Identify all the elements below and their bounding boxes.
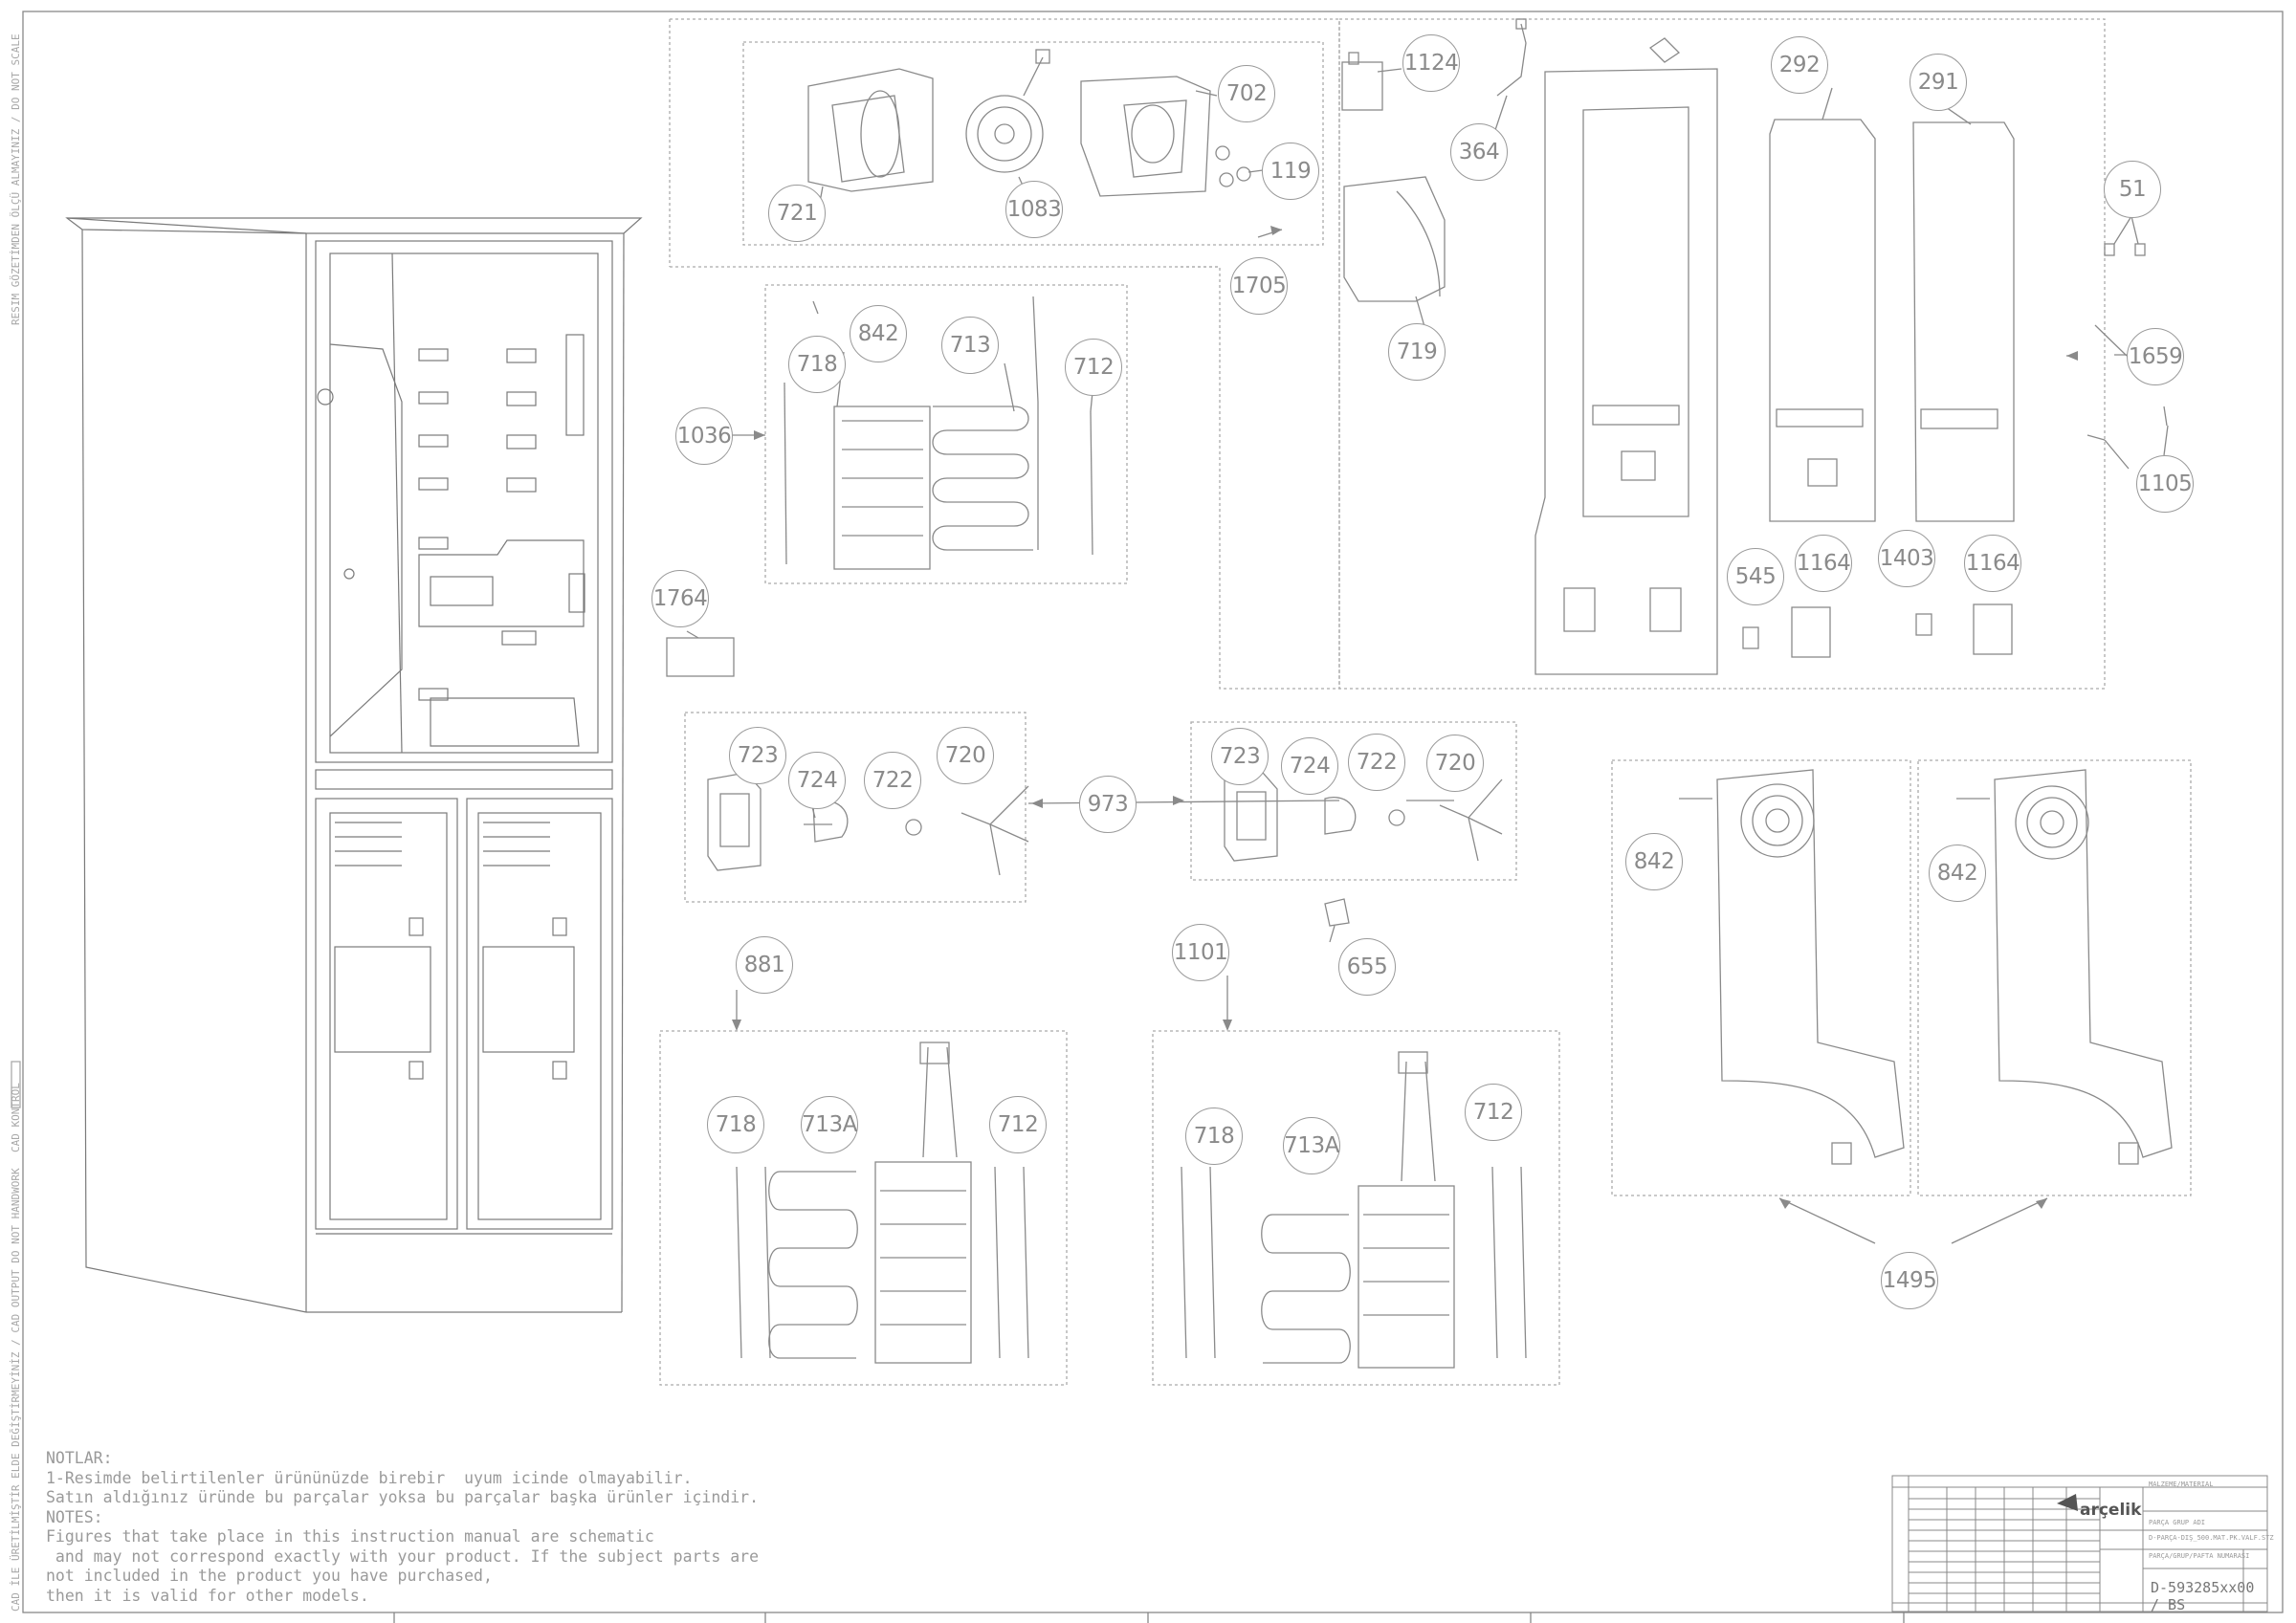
callout-719: 719	[1388, 323, 1446, 381]
callout-718-c: 718	[1185, 1108, 1243, 1165]
callout-720-a: 720	[937, 727, 994, 784]
part-group-label: PARÇA GRUP ADI	[2149, 1519, 2206, 1526]
callout-655: 655	[1338, 938, 1396, 996]
callout-1101: 1101	[1172, 924, 1229, 981]
title-block: arçelik MALZEME/MATERIAL PARÇA GRUP ADI …	[1892, 1476, 2274, 1613]
callout-881: 881	[736, 936, 793, 994]
callout-291: 291	[1910, 54, 1967, 111]
callout-723-b: 723	[1211, 728, 1269, 785]
callout-1495: 1495	[1881, 1252, 1938, 1309]
callout-1659: 1659	[2127, 328, 2184, 385]
leader-arrows	[732, 226, 2078, 1209]
notes-line: Satın aldığınız üründe bu parçalar yoksa…	[46, 1488, 760, 1506]
callout-973: 973	[1079, 776, 1137, 833]
notes-heading-en: NOTES:	[46, 1507, 103, 1526]
callout-1403: 1403	[1878, 530, 1935, 587]
callout-720-b: 720	[1426, 735, 1484, 792]
callout-722-a: 722	[864, 752, 921, 809]
callout-722-b: 722	[1348, 734, 1405, 791]
cabinet-drawing	[65, 217, 643, 1313]
callout-721: 721	[768, 185, 826, 242]
callout-712-b: 712	[989, 1096, 1047, 1153]
callout-842-a: 842	[850, 305, 907, 362]
callout-292: 292	[1771, 36, 1828, 94]
margin-note-bottom: CAD İLE ÜRETİLMİŞTİR ELDE DEĞİŞTİRMEYİNİ…	[10, 1168, 22, 1612]
callout-1764: 1764	[651, 570, 709, 627]
callout-842-c: 842	[1929, 844, 1986, 902]
callout-712-c: 712	[1465, 1084, 1522, 1141]
sheet-border	[22, 11, 2284, 1613]
callout-1036: 1036	[675, 407, 733, 465]
notes-line: and may not correspond exactly with your…	[46, 1546, 760, 1566]
description-label: D-PARÇA-DIŞ_500.MAT.PK.VALF.STZ	[2149, 1534, 2274, 1542]
callout-713A-b: 713A	[1283, 1117, 1340, 1174]
margin-note-cad-check: CAD KONTROL	[10, 1083, 22, 1152]
notes-line: 1-Resimde belirtilenler ürününüzde bireb…	[46, 1468, 693, 1487]
callout-713: 713	[941, 317, 999, 374]
callout-723-a: 723	[729, 727, 786, 784]
brand-logo: arçelik	[2080, 1501, 2142, 1520]
callout-724-b: 724	[1281, 737, 1338, 795]
part-number-label: PARÇA/GRUP/PAFTA NUMARASI	[2149, 1552, 2250, 1560]
notes-line: then it is valid for other models.	[46, 1586, 369, 1605]
cad-check-box	[11, 1061, 21, 1108]
callout-702: 702	[1218, 65, 1275, 122]
component-sketches	[666, 18, 2173, 1369]
notes-heading-tr: NOTLAR:	[46, 1449, 113, 1467]
margin-note-top: RESIM GÖZETİMDEN ÖLÇÜ ALMAYINIZ / DO NOT…	[10, 33, 22, 325]
callout-718-a: 718	[788, 336, 846, 393]
callout-1164-a: 1164	[1795, 535, 1852, 592]
callout-1083: 1083	[1005, 181, 1063, 238]
callout-712-a: 712	[1065, 339, 1122, 396]
group-frames	[659, 18, 2192, 1386]
callout-119: 119	[1262, 143, 1319, 200]
callout-1124: 1124	[1402, 34, 1460, 92]
title-block-logo	[2057, 1494, 2078, 1511]
callout-545: 545	[1727, 548, 1784, 605]
callout-364: 364	[1450, 123, 1508, 181]
notes-block: NOTLAR: 1-Resimde belirtilenler ürününüz…	[46, 1449, 760, 1606]
callout-724-a: 724	[788, 752, 846, 809]
document-number: D-593285xx00 / BS	[2151, 1579, 2255, 1613]
notes-line: not included in the product you have pur…	[46, 1567, 493, 1585]
callout-1164-b: 1164	[1964, 535, 2021, 592]
material-label: MALZEME/MATERIAL	[2149, 1480, 2214, 1488]
callout-713A-a: 713A	[801, 1096, 858, 1153]
callout-1705: 1705	[1230, 257, 1288, 315]
notes-line: Figures that take place in this instruct…	[46, 1527, 654, 1546]
callout-842-b: 842	[1625, 833, 1683, 890]
callout-1105: 1105	[2136, 455, 2194, 513]
callout-51: 51	[2104, 161, 2161, 218]
border-ticks	[393, 1612, 1905, 1623]
callout-718-b: 718	[707, 1096, 764, 1153]
